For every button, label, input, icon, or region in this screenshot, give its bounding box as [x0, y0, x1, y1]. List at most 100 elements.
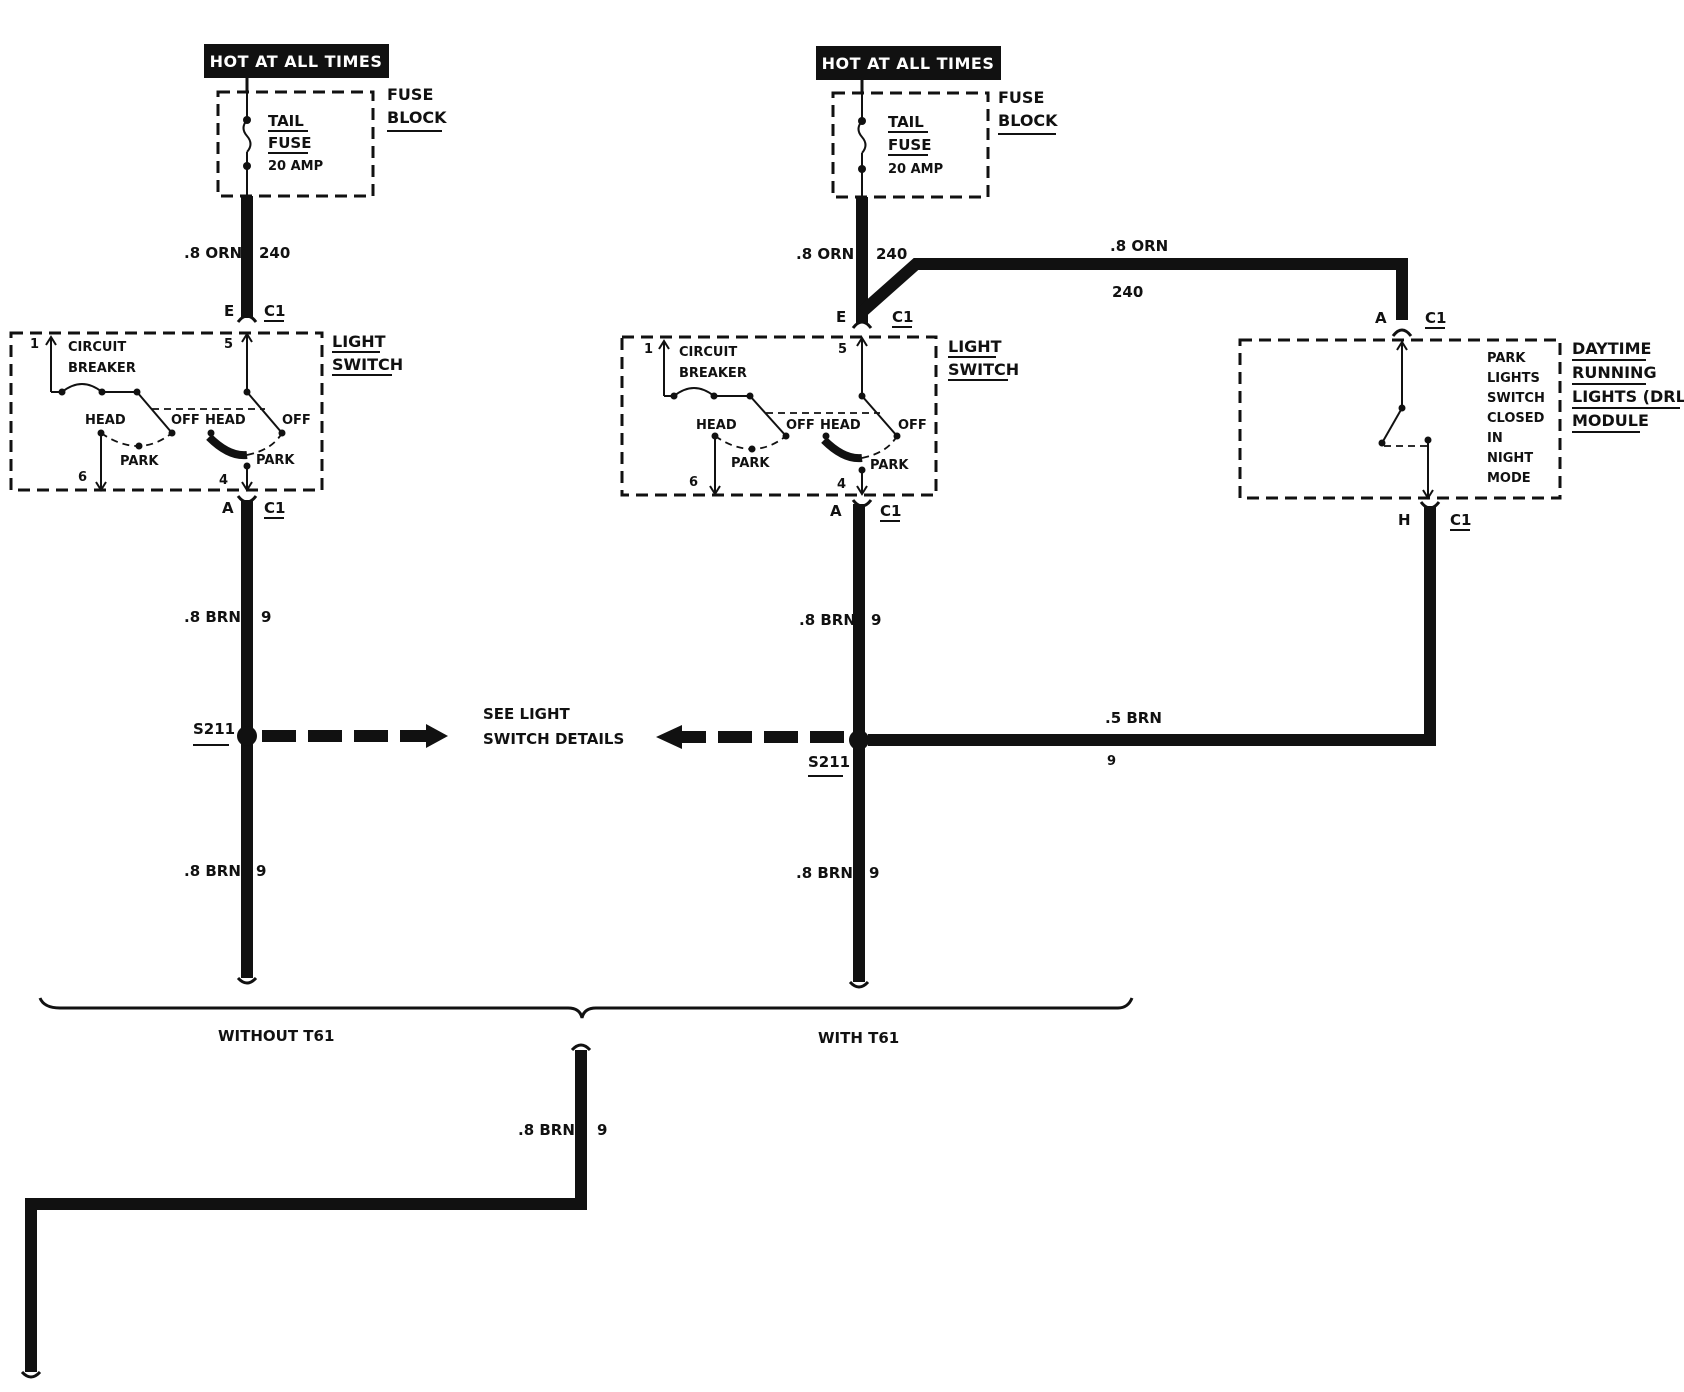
wire-9-brn-bottom [25, 1050, 587, 1372]
drl-switch-text-3: SWITCH [1487, 391, 1545, 406]
wire-240-orn-drl-branch [858, 258, 1408, 320]
wire-brn-small-circuit: 9 [1107, 754, 1116, 769]
pin-e-left: E [224, 302, 234, 320]
hot-at-all-times-tag-right [816, 46, 1001, 80]
switch-lever-1-right [749, 395, 787, 437]
splice-s211-left [237, 726, 257, 746]
switch-arc-1-right [714, 435, 787, 450]
wire-brn-label-left-2: .8 BRN [184, 862, 241, 880]
pin-a-right: A [830, 502, 842, 520]
connector-c1-e-right: C1 [892, 308, 913, 326]
cb-terminal-a-left [58, 388, 66, 396]
drl-label-1: DAYTIME [1572, 339, 1651, 358]
splice-label-left: S211 [193, 720, 235, 738]
see-details-label-2: SWITCH DETAILS [483, 730, 624, 748]
wire-end-left [236, 976, 258, 985]
connector-a-drl [1391, 328, 1413, 337]
wire-end-bottom [20, 1370, 42, 1379]
breaker-label-left: BREAKER [68, 361, 136, 376]
wire-9-brn-drl [868, 506, 1436, 746]
pin-e-right: E [836, 308, 846, 326]
wire-orn-circuit-left: 240 [259, 244, 290, 262]
tail-label-right: TAIL [888, 113, 924, 131]
hot-at-all-times-tag-left [204, 44, 389, 78]
connector-e-left [236, 314, 258, 323]
park-label-1-left: PARK [120, 454, 159, 469]
pin-4-arrow-right [856, 470, 868, 496]
variant-brace: WITHOUT T61 WITH T61 [38, 997, 1134, 1047]
drl-switch-bottom-arrow [1422, 440, 1434, 500]
pin-4-left: 4 [219, 473, 228, 488]
fuse-block-label-left-1: FUSE [387, 85, 433, 104]
connector-c1-e-left: C1 [264, 302, 285, 320]
park-label-1-right: PARK [731, 456, 770, 471]
connector-h-drl [1419, 501, 1441, 510]
light-switch-label-right-2: SWITCH [948, 360, 1019, 379]
wire-orn-circuit-branch: 240 [1112, 283, 1143, 301]
head-contact-2-left [207, 429, 215, 437]
connector-c1-a-right: C1 [880, 502, 901, 520]
arrowhead-left [656, 725, 682, 749]
pin-6-left: 6 [78, 470, 87, 485]
pin-1-arrow-left [45, 335, 57, 392]
wire-brn-label-right-1: .8 BRN [799, 611, 856, 629]
splice-label-right: S211 [808, 753, 850, 771]
fuse-block-label-left-2: BLOCK [387, 108, 447, 127]
tail-label-left: TAIL [268, 112, 304, 130]
switch-lever-2-right [861, 395, 898, 437]
connector-e-right [851, 320, 873, 329]
drl-switch-text-6: NIGHT [1487, 451, 1533, 466]
breaker-label-right: BREAKER [679, 366, 747, 381]
fuse-rating-right: 20 AMP [888, 162, 943, 177]
connector-c1-a-left: C1 [264, 499, 285, 517]
drl-switch-text-4: CLOSED [1487, 411, 1545, 426]
fuse-block-label-right-2: BLOCK [998, 111, 1058, 130]
drl-switch-lever [1381, 407, 1403, 444]
switch-arc-2-left [206, 434, 248, 460]
fuse-block-left [216, 90, 375, 198]
cb-terminal-b-right [710, 392, 718, 400]
head-contact-2-right [822, 432, 830, 440]
fuse-label-left: FUSE [268, 134, 311, 152]
wire-brn-label-right-2: .8 BRN [796, 864, 853, 882]
switch-arc-2b-right [861, 435, 898, 459]
switch-lever-2-left [246, 391, 283, 434]
pin-4-right: 4 [837, 477, 846, 492]
see-details-label-1: SEE LIGHT [483, 705, 571, 723]
wire-brn-circuit-left-2: 9 [256, 862, 266, 880]
connector-c1-a-drl: C1 [1425, 309, 1446, 327]
circuit-label-left: CIRCUIT [68, 340, 126, 355]
drl-switch-contact-a [1378, 439, 1386, 447]
fuse-icon-left [242, 119, 252, 153]
drl-switch-text-1: PARK [1487, 351, 1526, 366]
light-switch-box-right [620, 335, 938, 497]
park-label-2-left: PARK [256, 453, 295, 468]
wire-brn-circuit-right-2: 9 [869, 864, 879, 882]
pin-1-arrow-right [658, 339, 670, 396]
pin-5-right: 5 [838, 342, 847, 357]
pin-6-arrow-right [709, 436, 721, 496]
drl-label-3: LIGHTS (DRL) [1572, 387, 1684, 406]
hot-at-all-times-label-left: HOT AT ALL TIMES [210, 52, 383, 71]
off-label-2-right: OFF [898, 418, 927, 433]
fuse-block-right [831, 91, 990, 199]
off-label-2-left: OFF [282, 413, 311, 428]
wire-orn-label-left: .8 ORN [184, 244, 242, 262]
cb-terminal-a-right [670, 392, 678, 400]
light-switch-label-right-1: LIGHT [948, 337, 1002, 356]
pin-a-left: A [222, 499, 234, 517]
pin-6-right: 6 [689, 475, 698, 490]
wire-brn-label-left-1: .8 BRN [184, 608, 241, 626]
off-label-1-right: OFF [786, 418, 815, 433]
switch-arc-1-left [100, 432, 173, 447]
fuse-rating-left: 20 AMP [268, 159, 323, 174]
fuse-label-right: FUSE [888, 136, 931, 154]
pin-a-drl: A [1375, 309, 1387, 327]
light-switch-box-left [9, 331, 324, 492]
off-label-1-left: OFF [171, 413, 200, 428]
connector-c1-h-drl: C1 [1450, 511, 1471, 529]
variant-without-t61: WITHOUT T61 [218, 1027, 334, 1045]
wire-brn-circuit-bottom: 9 [597, 1121, 607, 1139]
drl-module-box [1238, 338, 1562, 500]
